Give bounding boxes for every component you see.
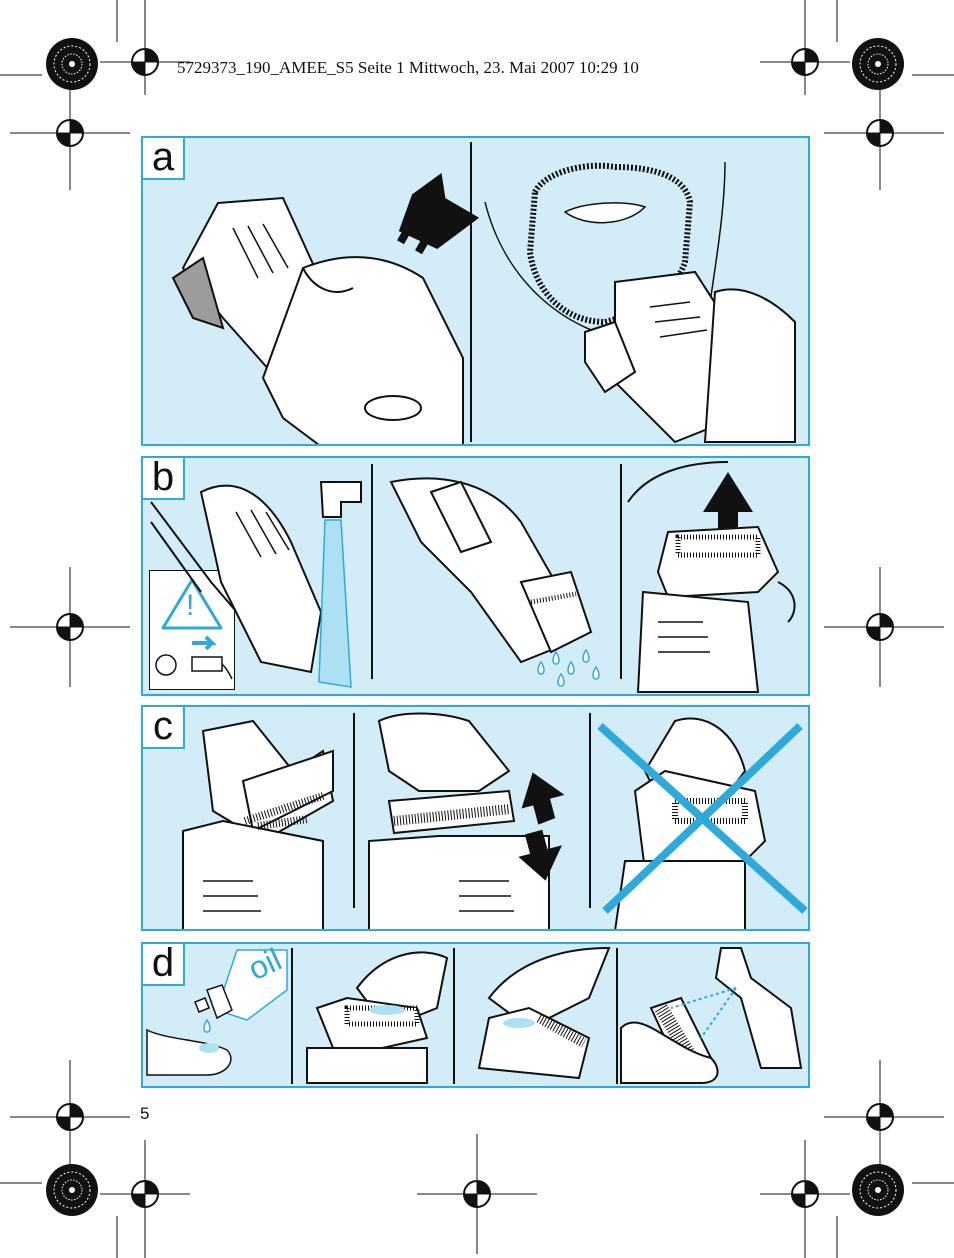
oil-bottle-icon [146,949,288,1076]
panel-b: b ! [141,456,810,696]
do-not-brush-foil-illustration [597,717,808,929]
warning-triangle-icon [161,578,223,630]
panel-label: d [143,944,185,986]
panel-label: a [143,138,185,180]
panel-label: b [143,458,185,500]
registration-mark-icon [463,1180,491,1208]
panel-label: c [143,707,185,749]
rinse-shaver-illustration [150,481,362,688]
hold-shaver-water-drops-illustration [389,477,600,687]
panel-divider [589,713,591,908]
registration-mark-icon [56,119,84,147]
registration-mark-icon [866,1103,894,1131]
registration-mark-icon [56,1103,84,1131]
warning-symbol: ! [186,589,195,622]
registration-mark-icon [131,48,159,76]
panel-divider [616,948,618,1084]
oil-cutter-illustration [477,946,611,1080]
panel-divider [620,464,622,679]
cross-mark-icon [597,723,808,914]
registration-mark-icon [866,613,894,641]
unplug-warning-box: ! [149,570,235,690]
shaver-in-hand-illustration [171,172,480,444]
panel-divider [453,948,455,1084]
registration-mark-icon [56,613,84,641]
panel-divider [371,464,373,679]
registration-mark-icon [131,1180,159,1208]
oil-foil-illustration [306,951,449,1084]
remove-cutter-illustration [368,712,565,929]
up-down-arrow-icon [518,772,565,881]
print-job-line: 5729373_190_AMEE_S5 Seite 1 Mittwoch, 23… [177,58,639,77]
star-target-icon [46,1164,98,1216]
panel-divider [291,948,293,1084]
up-arrow-icon [703,472,753,532]
beard-trim-illustration [484,161,796,444]
panel-c: c [141,705,810,931]
remove-foil-arrow-illustration [627,461,796,693]
panel-divider [470,142,472,442]
oil-spray-illustration [620,947,803,1084]
page-number: 5 [140,1104,150,1123]
star-target-icon [852,38,904,90]
registration-mark-icon [866,119,894,147]
plug-unplug-icon [155,635,233,680]
panel-d: d oil [141,942,810,1088]
star-target-icon [852,1164,904,1216]
panel-a: a [141,136,810,446]
brush-cutter-illustration [182,719,335,929]
star-target-icon [46,38,98,90]
registration-mark-icon [791,48,819,76]
registration-mark-icon [791,1180,819,1208]
panel-divider [353,713,355,908]
